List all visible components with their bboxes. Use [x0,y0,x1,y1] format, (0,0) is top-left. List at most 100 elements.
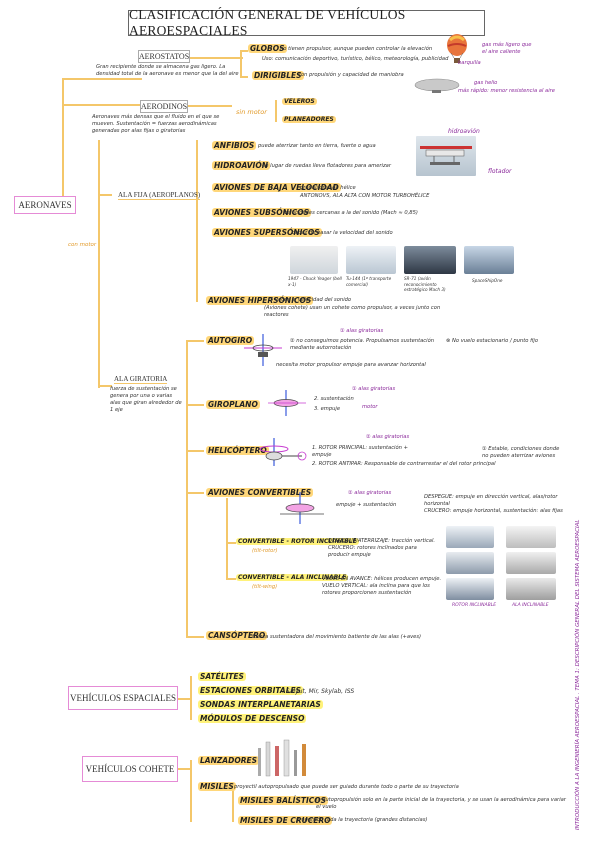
satelites-label: SATÉLITES [198,672,246,681]
autogiro-desc-4: necesita motor propulsor empuje para ava… [276,362,426,368]
supersonic-caption-3: SR-71 (avión reconocimiento estratégico … [404,276,446,293]
supersonic-caption-4: SpaceShipOne [472,278,503,283]
root-aeronaves: AERONAVES [14,196,76,214]
autogiro-desc-1: ① alas giratorias [340,328,384,334]
connector-line [226,498,228,580]
tilt-wing-photo-3 [506,578,556,600]
crucero-desc: propulsión toda la trayectoria (grandes … [296,817,428,823]
giroplano-desc-2: 2. sustentación [314,396,354,402]
connector-line [188,105,232,107]
connector-line [186,636,204,638]
tilt-wing-label: CONVERTIBLE - ALA INCLINABLE [236,574,349,581]
supersonicos-label: AVIONES SUPERSÓNICOS [212,228,322,237]
ala-giratoria-desc: fuerza de sustentación se genera por una… [110,386,182,414]
subsonicos-label: AVIONES SUBSÓNICOS [212,208,312,217]
estaciones-desc: : Salyut, Mir, Skylab, ISS [282,688,355,695]
misiles-desc: proyectil autopropulsado que puede ser g… [234,784,459,790]
connector-line [190,760,192,822]
lanzadores-label: LANZADORES [198,756,260,765]
sondas-label: SONDAS INTERPLANETARIAS [198,700,323,709]
convertibles-desc-1: ② alas giratorias [348,490,392,496]
rockets-icon [254,738,314,778]
tilt-wing-photo-1 [506,526,556,548]
supersonicos-desc: capaz de pasar la velocidad del sonido [292,230,393,236]
giroplano-label: GIROPLANO [206,400,260,409]
connector-line [188,57,243,59]
helicoptero-desc-4: ① Estable, condiciones donde no pueden a… [482,446,560,460]
rotor-inclinable-caption: ROTOR INCLINABLE [452,603,497,608]
balisticos-label: MISILES BALÍSTICOS [238,796,329,805]
helicoptero-desc-1: ② alas giratorias [366,434,410,440]
subsonicos-desc: velocidades cercanas a la del sonido (Ma… [284,210,418,216]
tilt-wing-photo-2 [506,552,556,574]
connector-line [98,140,100,388]
giroplano-desc-1: ① alas giratorias [352,386,396,392]
anfibios-desc: puede aterrizar tanto en tierra, fuerte … [258,143,376,149]
connector-line [186,450,204,452]
connector-line [232,790,234,822]
modulos-label: MÓDULOS DE DESCENSO [198,714,307,723]
convertibles-desc-4: CRUCERO: empuje horizontal, sustentación… [424,508,563,514]
connector-line [186,492,204,494]
ala-giratoria-label: ALA GIRATORIA [114,375,168,384]
connector-line [176,768,192,770]
balloon-icon [446,34,468,63]
cansoptero-label: CANSÓPTERO [206,631,268,640]
tilt-rotor-desc: DESPEGUE/ATERRIZAJE: tracción vertical. … [328,538,436,559]
baja-velocidad-label: AVIONES DE BAJA VELOCIDAD [212,183,341,192]
veleros-label: VELEROS [282,98,317,105]
helicoptero-label: HELICÓPTERO [206,446,269,455]
tilt-rotor-sub: (tilt-rotor) [252,548,278,554]
planeadores-label: PLANEADORES [282,116,336,123]
ala-inclinable-caption: ALA INCLINABLE [512,603,549,608]
giroplano-diagram-icon [264,388,310,418]
tilt-rotor-photo-3 [446,578,494,600]
crucero-label: MISILES DE CRUCERO [238,816,333,825]
flotador-label: flotador [488,168,512,175]
supersonic-caption-2: Tu-144 (1º transporte comercial) [346,276,392,287]
connector-line [186,340,188,638]
connector-line [62,104,142,106]
cansoptero-desc: fuerza sustentadora del movimiento batie… [252,634,422,640]
hipersonicos-desc-2: (Aviones cohete) usan un cohete como pro… [264,305,441,319]
hidroavion-desc: en lugar de ruedas lleva flotadores para… [262,163,391,169]
connector-line [196,140,198,302]
convertibles-desc-2: empuje + sustentación [336,502,397,508]
page-title: CLASIFICACIÓN GENERAL DE VEHÍCULOS AEROE… [128,7,485,38]
giroplano-desc-4: 3. empuje [314,406,341,412]
aerodinos-box: AERODINOS [140,100,188,113]
connector-line [98,194,112,196]
aerostatos-box: AEROSTATOS [138,50,190,63]
supersonic-caption-1: 1947 - Chuck Yeager (bell x-1) [288,276,342,287]
helicoptero-desc-2: 1. ROTOR PRINCIPAL: sustentación + empuj… [312,445,408,459]
autogiro-diagram-icon [240,332,286,368]
connector-line [240,50,242,78]
aerostatos-desc: Gran recipiente donde se almacena gas li… [96,64,239,78]
connector-line [240,50,248,52]
autogiro-desc-2: ② no conseguimos potencia. Propulsamos s… [290,338,435,352]
tilt-wing-sub: (tilt-wing) [252,584,278,590]
cohete-box: VEHÍCULOS COHETE [82,756,178,782]
convertibles-desc-3: DESPEGUE: empuje en dirección vertical, … [424,494,558,508]
tilt-rotor-label: CONVERTIBLE - ROTOR INCLINABLE [236,538,359,545]
connector-line [186,404,204,406]
connector-line [226,578,236,580]
dirigible-note-1: gas helio [474,80,498,86]
dirigible-note-2: más rápido: menor resistencia al aire [458,88,555,94]
hidroavion-label: HIDROAVIÓN [212,161,270,170]
connector-line [186,340,204,342]
connector-line [176,698,192,700]
sin-motor-label: sin motor [236,108,267,116]
misiles-label: MISILES [198,782,236,791]
plane-photo-sr71 [404,246,456,274]
plane-photo-tu144 [346,246,396,274]
estaciones-label: ESTACIONES ORBITALES [198,686,304,695]
convertible-diagram-icon [276,490,328,528]
giroplano-desc-3: motor [362,404,378,410]
espaciales-box: VEHÍCULOS ESPACIALES [68,686,178,710]
globos-desc-2: Uso: comunicación deportivo, turístico, … [262,56,449,62]
dirigible-icon [414,78,460,94]
dirigibles-desc: con propulsión y capacidad de maniobra [298,72,404,78]
autogiro-label: AUTOGIRO [206,336,255,345]
aerodinos-desc: Aeronaves más densas que el fluido en el… [92,114,220,135]
